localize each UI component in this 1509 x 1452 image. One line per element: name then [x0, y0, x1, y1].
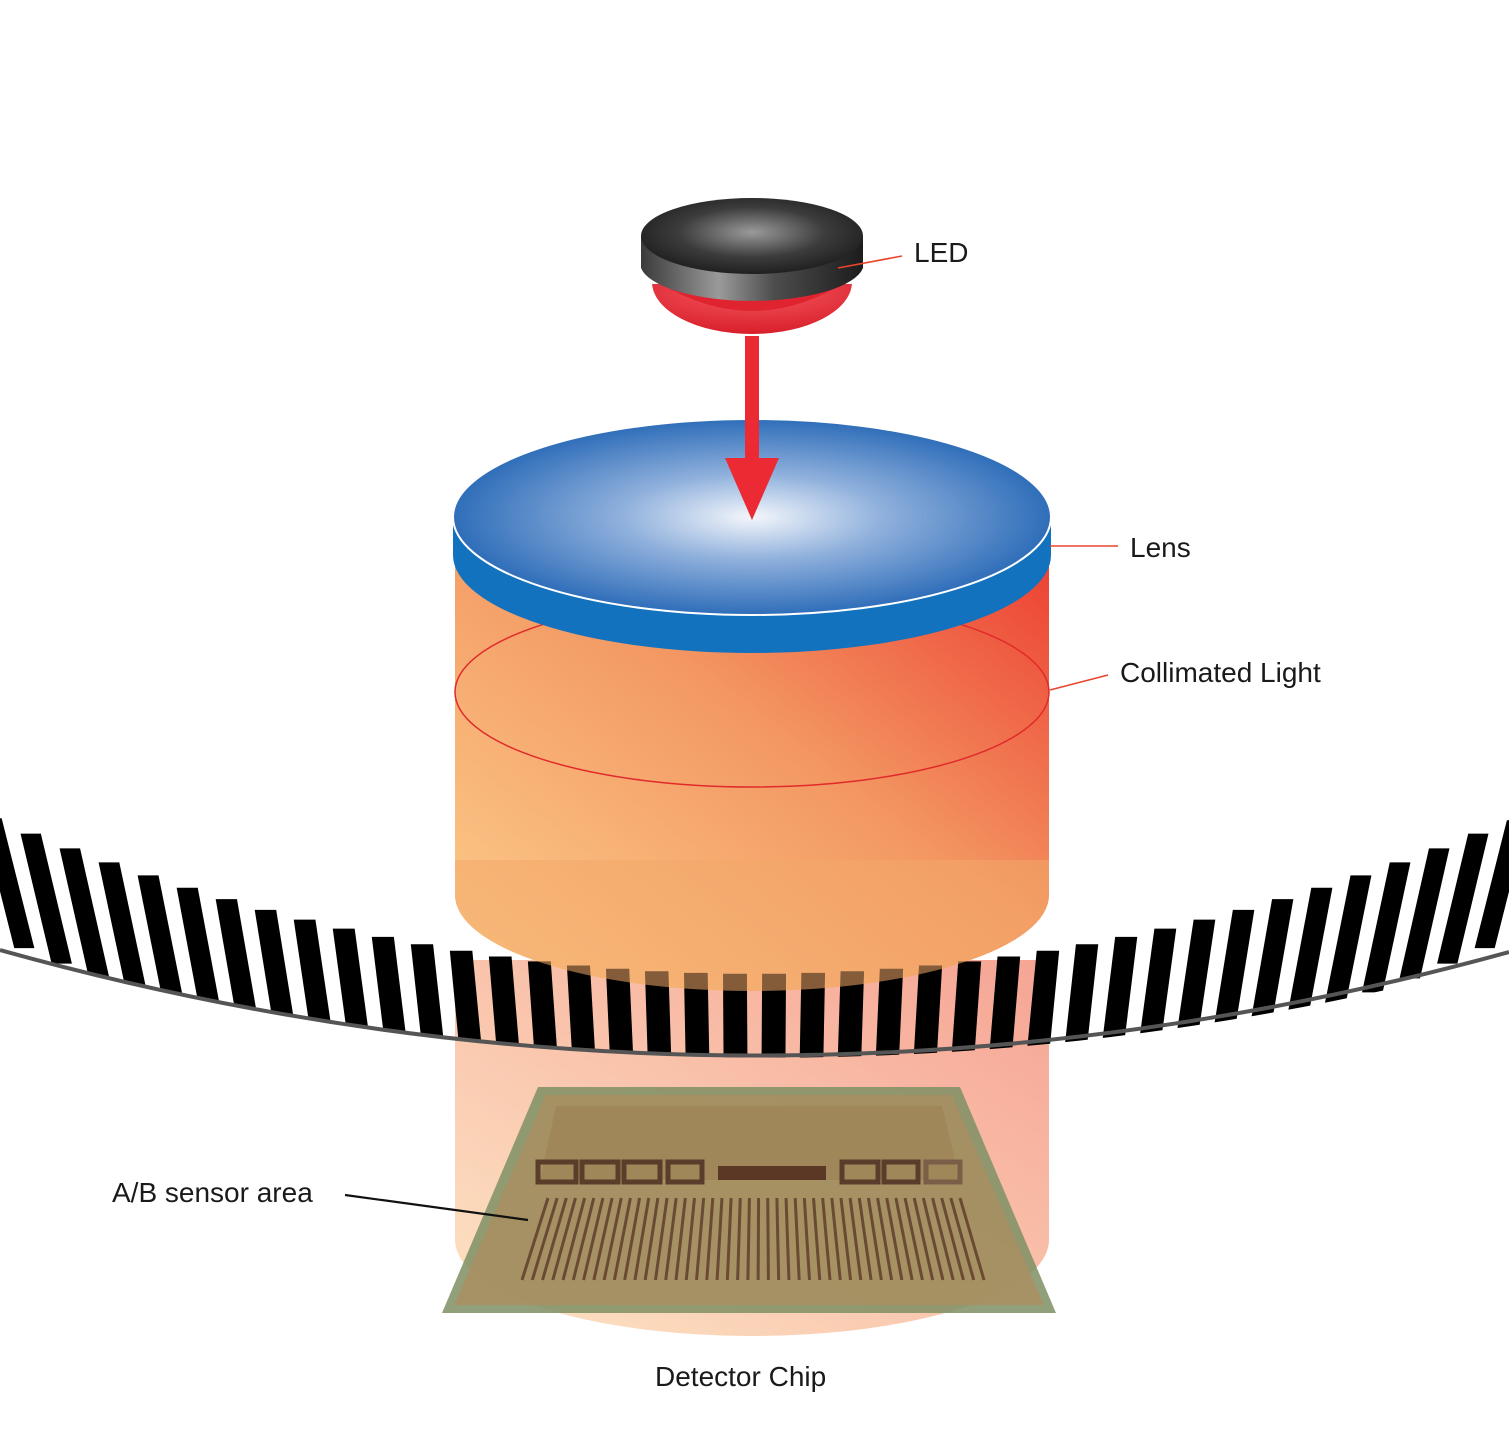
- sensor-line: [736, 1197, 742, 1281]
- scale-stripe: [1474, 818, 1509, 949]
- sensor-line: [848, 1197, 863, 1281]
- scale-stripe: [1211, 909, 1255, 1040]
- scale-stripe: [1061, 944, 1099, 1058]
- sensor-line: [949, 1197, 976, 1281]
- sensor-line: [958, 1197, 986, 1281]
- scale-stripe: [1174, 919, 1216, 1050]
- scale-stripe: [1099, 936, 1138, 1058]
- scale-stripe: [566, 965, 598, 1058]
- sensor-line: [623, 1197, 642, 1281]
- scale-stripe: [332, 928, 373, 1058]
- scale-stripe: [605, 968, 636, 1058]
- scale-stripe: [911, 965, 943, 1058]
- sensor-line: [857, 1197, 873, 1281]
- scale-stripe: [723, 973, 748, 1058]
- led-label: LED: [914, 237, 968, 268]
- sensor-line: [530, 1197, 559, 1281]
- sensor-line: [885, 1197, 904, 1281]
- led: [641, 198, 863, 334]
- sensor-line: [775, 1197, 781, 1281]
- light-ray-arrow: [725, 336, 779, 520]
- sensor-line: [940, 1197, 965, 1281]
- sensor-line: [784, 1197, 791, 1281]
- sensor-line: [766, 1197, 770, 1281]
- sensor-line: [912, 1197, 935, 1281]
- scale-stripe: [1136, 928, 1177, 1058]
- sensor-line: [839, 1197, 853, 1281]
- sensor-line: [921, 1197, 945, 1281]
- scale-stripe: [20, 833, 72, 964]
- scale-stripe: [215, 899, 260, 1030]
- sensor-line: [643, 1197, 660, 1281]
- scale-stripe: [1437, 833, 1489, 964]
- sensor-line: [612, 1197, 632, 1281]
- ab-sensor-lines: [520, 1197, 986, 1281]
- scale-stripe: [0, 818, 35, 949]
- sensor-line: [746, 1197, 751, 1281]
- scale-stripe: [59, 848, 110, 979]
- sensor-line: [802, 1197, 811, 1281]
- detector-chip: [442, 1087, 1056, 1313]
- sensor-bar: [718, 1166, 826, 1180]
- sensor-line: [582, 1197, 605, 1281]
- scale-stripe: [254, 909, 298, 1040]
- sensor-line: [571, 1197, 596, 1281]
- sensor-line: [592, 1197, 614, 1281]
- sensor-line: [876, 1197, 894, 1281]
- sensor-line: [602, 1197, 623, 1281]
- scale-stripe: [873, 968, 904, 1058]
- sensor-line: [793, 1197, 801, 1281]
- scale-stripe: [798, 972, 826, 1058]
- scale-stripe: [527, 961, 561, 1058]
- scale-stripe: [410, 944, 448, 1058]
- scale-stripe: [644, 971, 673, 1058]
- sensor-line: [894, 1197, 914, 1281]
- sensor-line: [705, 1197, 715, 1281]
- sensor-line: [551, 1197, 577, 1281]
- scale-stripe: [293, 919, 335, 1050]
- sensor-line: [695, 1197, 706, 1281]
- lens-label: Lens: [1130, 532, 1191, 563]
- scale-stripe: [1286, 887, 1333, 1018]
- sensor-line: [725, 1197, 733, 1281]
- sensor-line: [664, 1197, 678, 1281]
- scale-stripe: [98, 862, 148, 993]
- sensor-line: [541, 1197, 568, 1281]
- sensor-line: [561, 1197, 587, 1281]
- sensor-line: [653, 1197, 669, 1281]
- scale-stripe: [1361, 862, 1411, 993]
- sensor-line: [715, 1197, 724, 1281]
- scale-stripe: [683, 972, 711, 1058]
- scale-stripe: [1324, 875, 1372, 1006]
- sensor-area-label: A/B sensor area: [112, 1177, 313, 1208]
- scale-stripe: [761, 973, 787, 1058]
- sensor-line: [633, 1197, 651, 1281]
- sensor-line: [866, 1197, 883, 1281]
- scale-stripe: [948, 961, 982, 1058]
- scale-stripe: [137, 875, 185, 1006]
- scale-stripe: [371, 936, 410, 1058]
- sensor-line: [931, 1197, 955, 1281]
- scale-stripe: [176, 887, 223, 1018]
- sensor-line: [812, 1197, 822, 1281]
- scale-stripe: [836, 971, 865, 1058]
- scale-stripe: [1249, 899, 1294, 1030]
- sensor-line: [684, 1197, 696, 1281]
- sensor-line: [903, 1197, 924, 1281]
- leader-lines: [344, 255, 1118, 1222]
- sensor-line: [520, 1197, 550, 1281]
- collimated-light-label: Collimated Light: [1120, 657, 1321, 688]
- detector-chip-label: Detector Chip: [655, 1361, 826, 1392]
- sensor-line: [674, 1197, 687, 1281]
- sensor-line: [821, 1197, 832, 1281]
- scale-stripe: [1399, 848, 1450, 979]
- sensor-pads: [535, 1159, 963, 1185]
- sensor-line: [830, 1197, 842, 1281]
- beam-overlay: [455, 860, 1049, 991]
